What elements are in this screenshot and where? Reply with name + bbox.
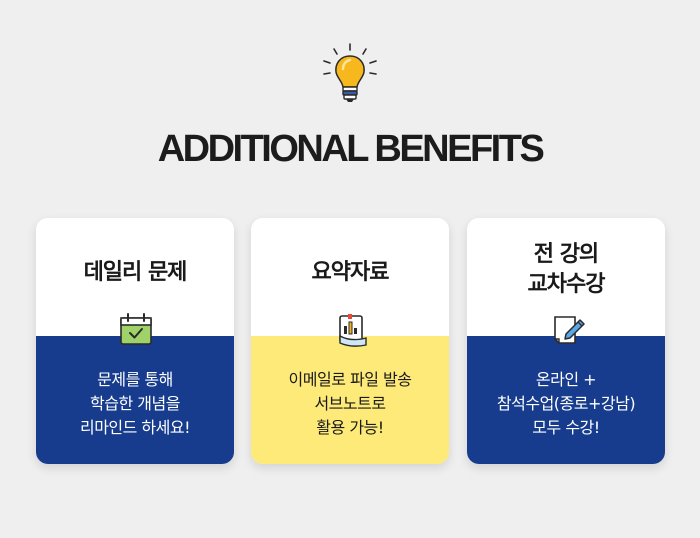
card-description: 온라인 + 참석수업(종로+강남) 모두 수강! bbox=[467, 368, 665, 440]
card-desc-line: 학습한 개념을 bbox=[90, 394, 180, 413]
benefit-card-summary: 요약자료 이메일로 파일 발송 서브노트로 활용 가능! bbox=[251, 218, 449, 464]
card-title-line: 데일리 문제 bbox=[83, 260, 188, 285]
calendar-check-icon bbox=[120, 313, 152, 345]
card-top bbox=[36, 218, 234, 336]
page-heading: ADDITIONAL BENEFITS bbox=[157, 128, 545, 170]
card-bottom bbox=[251, 336, 449, 464]
card-desc-line: 활용 가능! bbox=[316, 418, 384, 437]
card-bottom bbox=[36, 336, 234, 464]
card-description: 이메일로 파일 발송 서브노트로 활용 가능! bbox=[251, 368, 449, 440]
card-title: 데일리 문제 bbox=[36, 258, 234, 288]
benefit-card-cross-attend: 전 강의 교차수강 온라인 + 참석수업(종로+강남) 모두 수강! bbox=[467, 218, 665, 464]
card-desc-line: 서브노트로 bbox=[314, 394, 386, 413]
lightbulb-icon bbox=[323, 43, 377, 102]
card-desc-line: 온라인 + bbox=[535, 370, 597, 389]
benefit-card-daily-problems: 데일리 문제 문제를 통해 학습한 개념을 리마인드 하세요! bbox=[36, 218, 234, 464]
note-edit-icon bbox=[554, 316, 585, 344]
card-title-line: 교차수강 bbox=[527, 272, 606, 297]
card-title-line: 요약자료 bbox=[311, 260, 390, 285]
card-description: 문제를 통해 학습한 개념을 리마인드 하세요! bbox=[36, 368, 234, 440]
card-title: 요약자료 bbox=[251, 258, 449, 288]
document-chart-icon bbox=[339, 314, 367, 347]
card-desc-line: 모두 수강! bbox=[532, 418, 600, 437]
card-desc-line: 이메일로 파일 발송 bbox=[288, 370, 412, 389]
card-title-line: 전 강의 bbox=[533, 242, 599, 267]
card-bottom bbox=[467, 336, 665, 464]
card-title: 전 강의 교차수강 bbox=[467, 240, 665, 300]
card-desc-line: 리마인드 하세요! bbox=[79, 418, 191, 437]
card-desc-line: 참석수업(종로+강남) bbox=[496, 394, 636, 413]
card-desc-line: 문제를 통해 bbox=[97, 370, 173, 389]
